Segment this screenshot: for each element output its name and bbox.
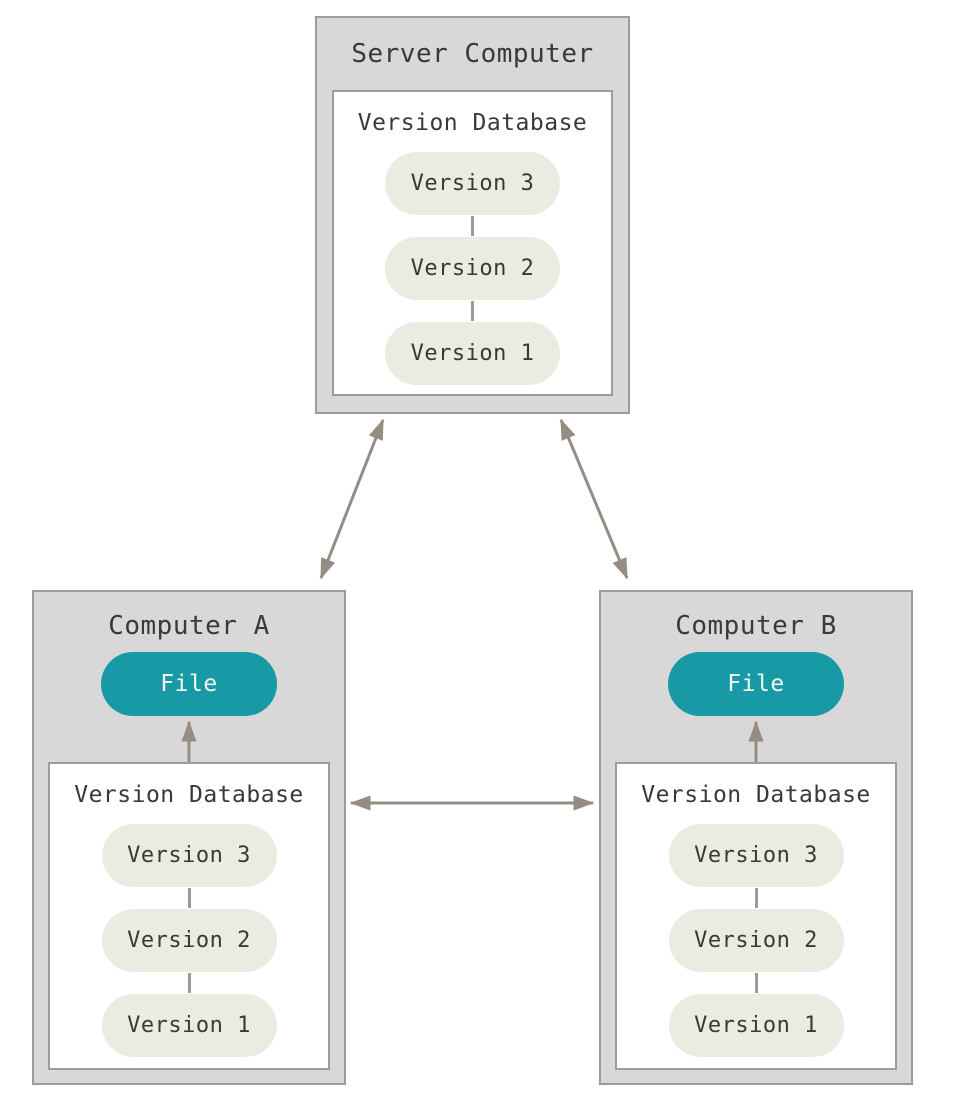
computer-b-version-1-pill: Version 1 bbox=[668, 994, 844, 1057]
computer-b-file-pill: File bbox=[668, 652, 844, 716]
server-computer-box: Server Computer Version Database Version… bbox=[315, 16, 630, 414]
computer-a-box: Computer A File Version Database Version… bbox=[32, 590, 346, 1085]
computer-b-version-3-pill: Version 3 bbox=[668, 824, 844, 887]
version-connector bbox=[471, 216, 474, 236]
computer-b-version-2-pill: Version 2 bbox=[668, 909, 844, 972]
computer-a-version-1-pill: Version 1 bbox=[101, 994, 277, 1057]
server-version-database-title: Version Database bbox=[357, 110, 588, 136]
computer-b-version-database-title: Version Database bbox=[641, 782, 871, 808]
version-connector bbox=[187, 888, 191, 908]
server-computer-b-arrow bbox=[559, 418, 629, 580]
server-version-3-pill: Version 3 bbox=[385, 152, 560, 215]
computer-a-version-database-title: Version Database bbox=[74, 782, 304, 808]
version-connector bbox=[754, 888, 758, 908]
computer-b-title: Computer B bbox=[675, 611, 837, 641]
computer-a-file-pill: File bbox=[101, 652, 277, 716]
server-version-2-pill: Version 2 bbox=[385, 237, 560, 300]
computer-a-version-database: Version Database Version 3 Version 2 Ver… bbox=[48, 762, 330, 1070]
server-version-database: Version Database Version 3 Version 2 Ver… bbox=[332, 90, 613, 396]
version-connector bbox=[187, 973, 191, 993]
computer-b-version-database: Version Database Version 3 Version 2 Ver… bbox=[615, 762, 897, 1070]
computer-a-version-2-pill: Version 2 bbox=[101, 909, 277, 972]
server-computer-title: Server Computer bbox=[351, 39, 594, 69]
server-computer-a-arrow bbox=[319, 418, 385, 580]
version-connector bbox=[471, 301, 474, 321]
computer-a-version-3-pill: Version 3 bbox=[101, 824, 277, 887]
computer-b-box: Computer B File Version Database Version… bbox=[599, 590, 913, 1085]
version-connector bbox=[754, 973, 758, 993]
computer-a-title: Computer A bbox=[108, 611, 270, 641]
server-version-1-pill: Version 1 bbox=[385, 322, 560, 385]
